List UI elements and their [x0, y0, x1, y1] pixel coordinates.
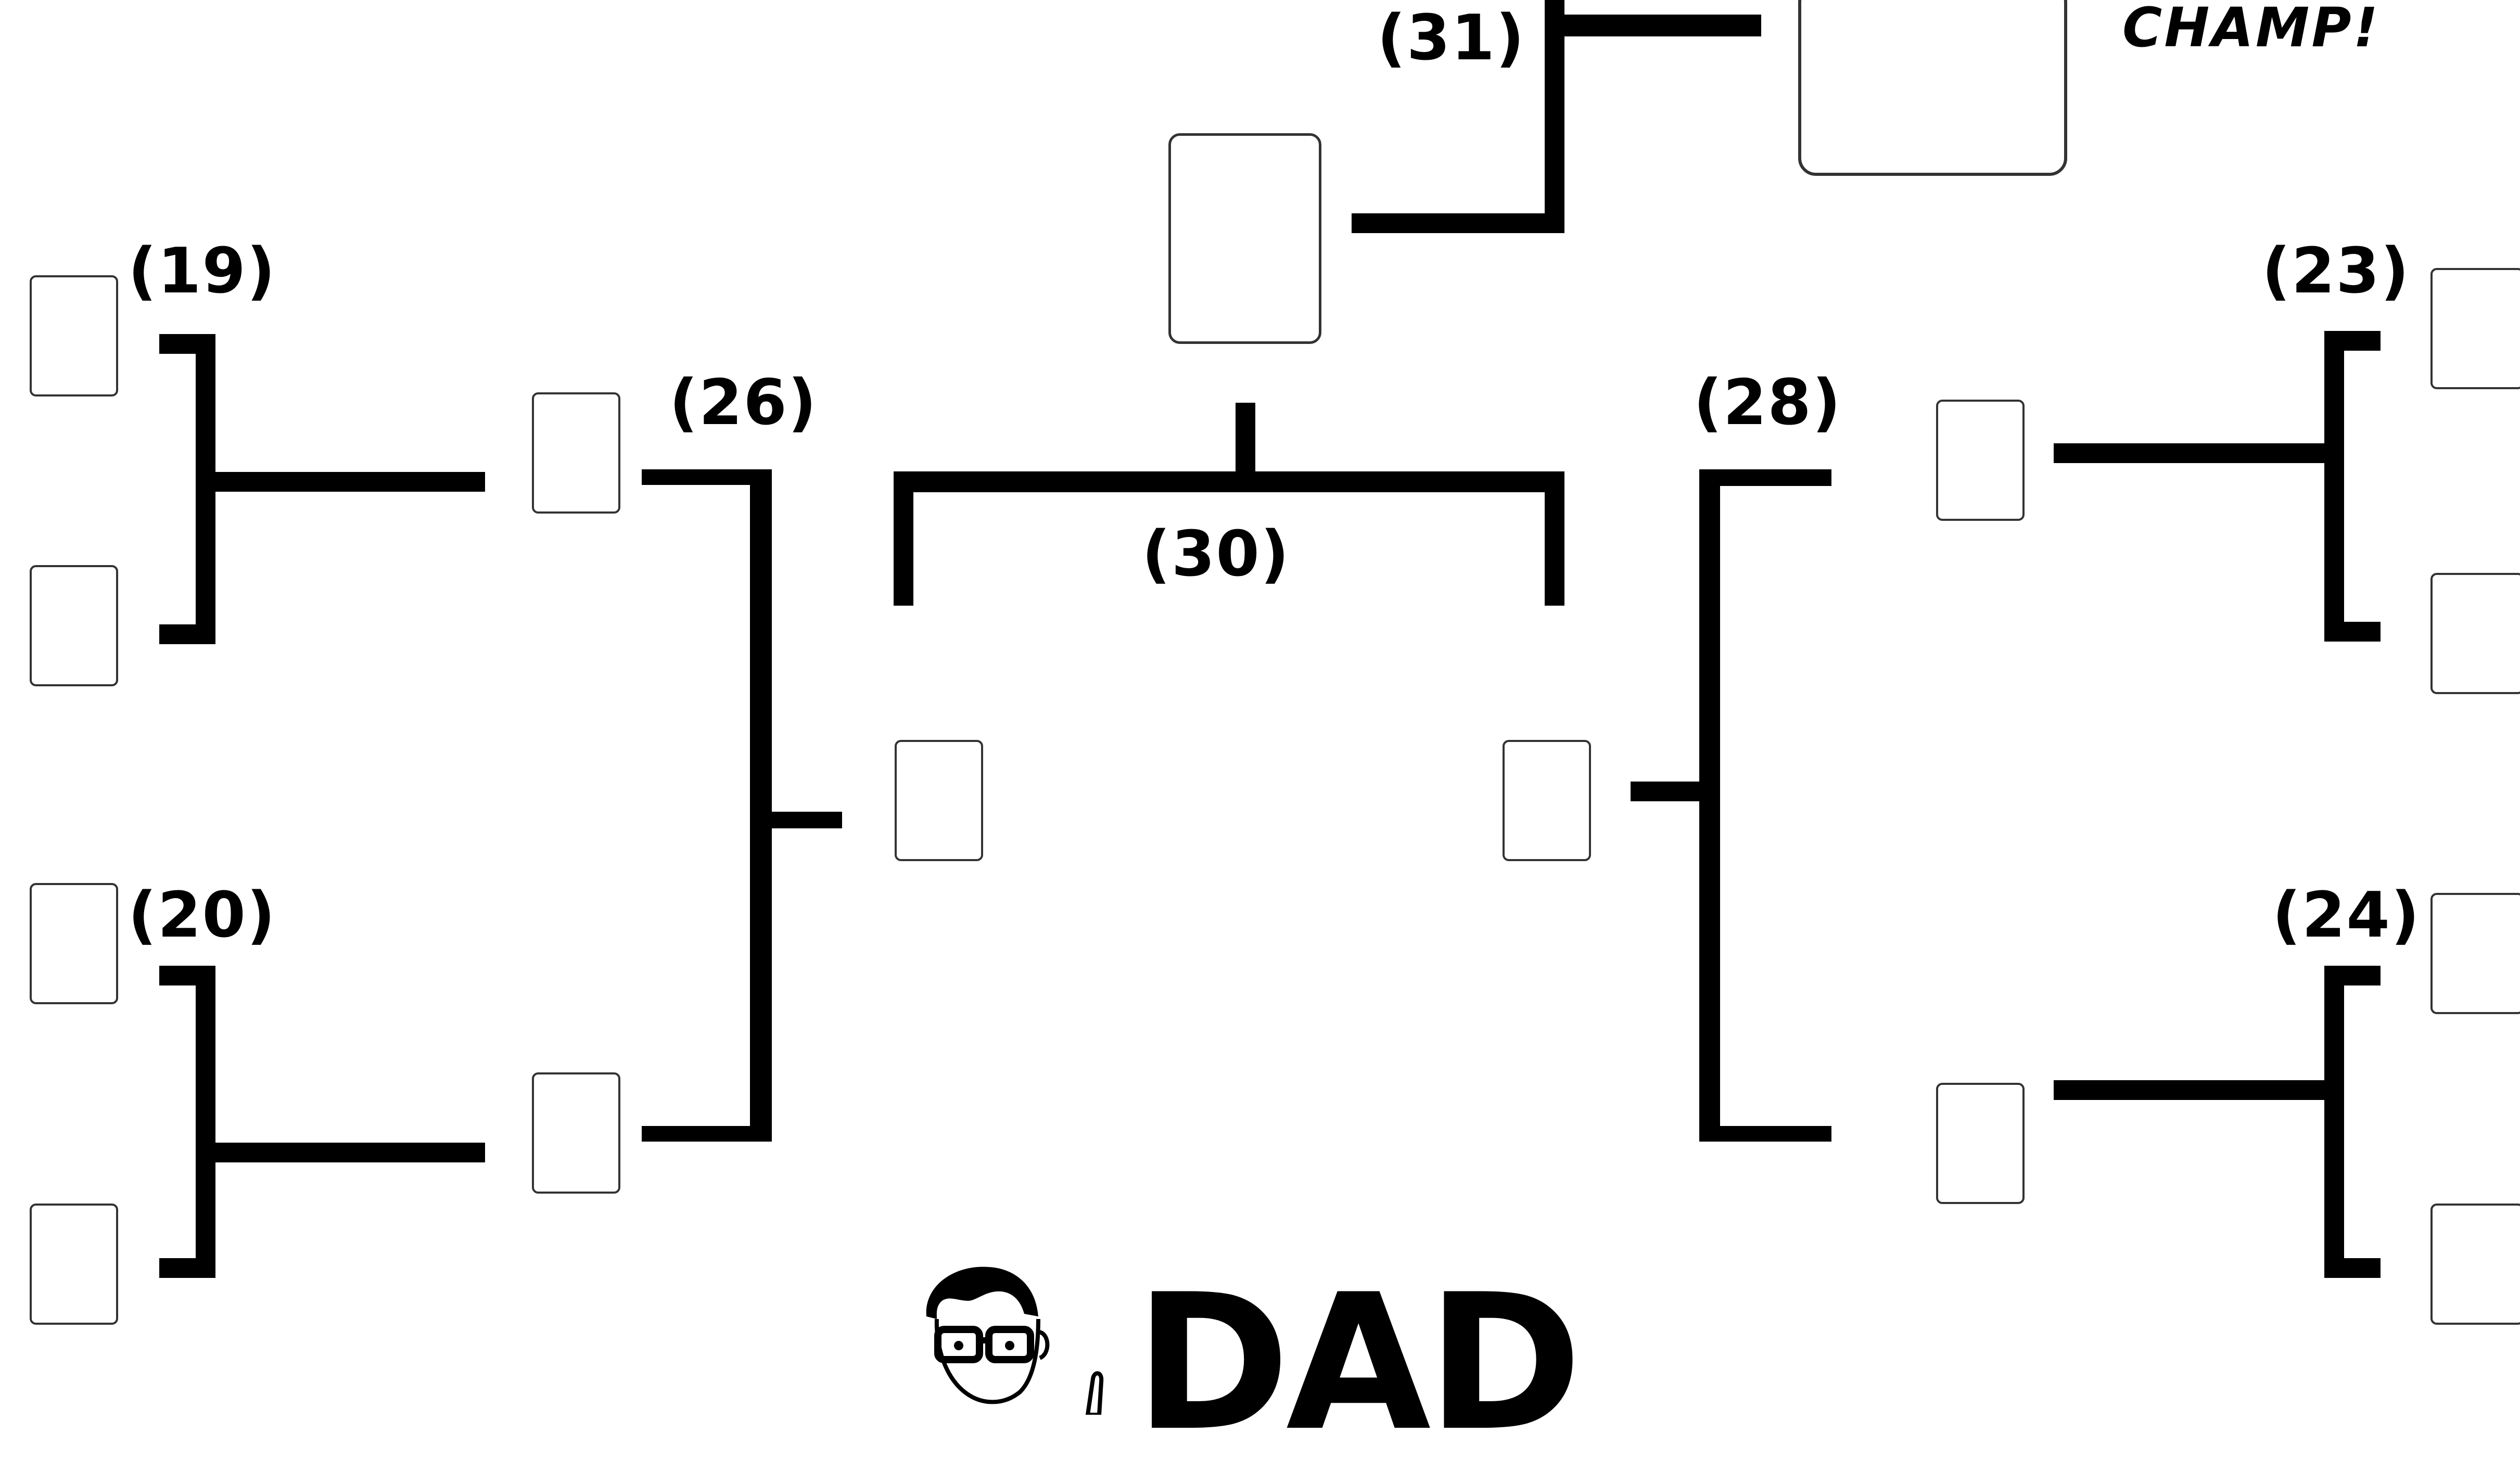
bracket-line: [1545, 471, 1564, 606]
bracket-line: [2324, 1258, 2381, 1278]
bracket-line: [1564, 15, 1761, 36]
bracket-line: [1699, 1126, 1831, 1142]
bracket-line: [642, 1126, 772, 1142]
slot-left-r19-bottom[interactable]: [30, 565, 118, 686]
bracket-line: [196, 966, 215, 1273]
slot-right-r23-top[interactable]: [2430, 268, 2520, 389]
bracket-line: [215, 472, 485, 492]
round-label-23: (23): [2262, 235, 2410, 308]
round-label-30: (30): [1142, 518, 1290, 591]
slot-left-r26-top[interactable]: [532, 392, 620, 514]
bracket-line: [2324, 966, 2344, 1276]
slot-final[interactable]: [1168, 133, 1321, 344]
slot-left-r20-bottom[interactable]: [30, 1204, 118, 1325]
slot-right-r28-bottom[interactable]: [1936, 1083, 2025, 1204]
bracket-line: [1631, 782, 1699, 801]
bracket-line: [1545, 0, 1564, 233]
slot-right-r28-top[interactable]: [1936, 400, 2025, 521]
bracket-line: [215, 1143, 485, 1162]
round-label-28: (28): [1694, 367, 1842, 439]
bracket-line: [750, 469, 772, 1142]
slot-champion[interactable]: [1798, 0, 2067, 176]
round-label-20: (20): [128, 879, 276, 952]
slot-semifinal-left[interactable]: [895, 740, 983, 861]
round-label-19: (19): [128, 235, 276, 308]
bracket-line: [1699, 469, 1831, 486]
dad-face-glasses-icon: [926, 1266, 1104, 1415]
slot-left-r26-bottom[interactable]: [532, 1072, 620, 1194]
round-label-26: (26): [669, 367, 818, 439]
bracket-line: [772, 812, 842, 828]
logo-text: DAD: [1135, 1254, 1582, 1472]
bracket-line: [894, 471, 1564, 492]
bracket-line: [1236, 403, 1255, 473]
slot-right-r24-top[interactable]: [2430, 893, 2520, 1014]
bracket-line: [894, 471, 913, 606]
champion-label: CHAMP!: [2122, 0, 2380, 59]
bracket-line: [1699, 469, 1720, 1142]
bracket-line: [159, 1258, 215, 1278]
bracket-line: [196, 334, 215, 644]
bracket-line: [2324, 622, 2381, 642]
slot-left-r20-top[interactable]: [30, 883, 118, 1004]
slot-right-r23-bottom[interactable]: [2430, 573, 2520, 694]
slot-right-r24-bottom[interactable]: [2430, 1204, 2520, 1325]
slot-left-r19-top[interactable]: [30, 275, 118, 396]
bracket-line: [1352, 213, 1559, 233]
bracket-line: [159, 624, 215, 644]
round-label-31: (31): [1377, 2, 1525, 74]
round-label-24: (24): [2272, 879, 2421, 952]
bracket-line: [2054, 443, 2324, 463]
bracket-line: [2324, 331, 2344, 642]
slot-semifinal-right[interactable]: [1503, 740, 1591, 861]
bracket-line: [2054, 1080, 2324, 1100]
